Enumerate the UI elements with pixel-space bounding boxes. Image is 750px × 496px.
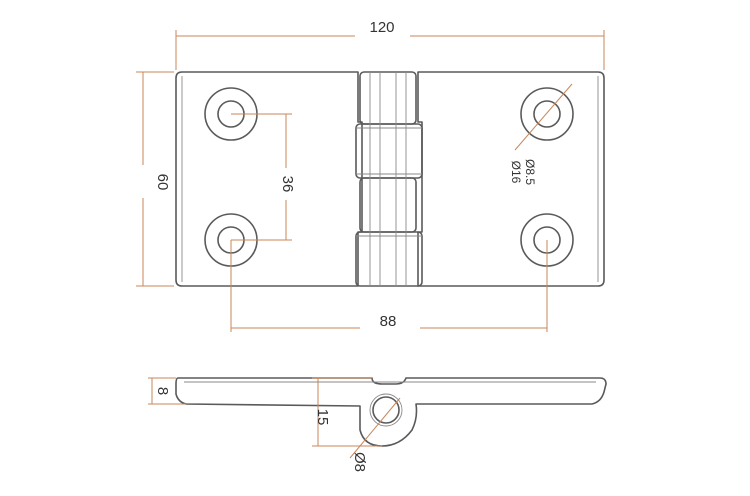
- hinge-top-view: [175, 71, 605, 287]
- dimension-label-width: 120: [369, 19, 394, 36]
- right-leaf-outline: [417, 71, 605, 287]
- mounting-hole-top-right: [520, 87, 574, 141]
- dimension-label-hole-inner: Ø8.5: [523, 159, 537, 185]
- hinge-pin: [372, 396, 400, 424]
- left-leaf-outline: [175, 71, 363, 287]
- dimension-label-thickness: 8: [154, 387, 171, 395]
- hinge-side-view: [175, 377, 607, 447]
- side-profile-outline: [175, 377, 607, 447]
- dimension-label-knuckle: 15: [314, 409, 331, 426]
- dimension-hole-spacing-horizontal: 88: [230, 240, 548, 332]
- dimension-pin-diameter: Ø8: [349, 397, 401, 472]
- dimension-label-pin: Ø8: [351, 452, 368, 472]
- dimension-label-horizontal-spacing: 88: [380, 313, 397, 330]
- dimension-hole-spacing-vertical: 36: [231, 113, 296, 241]
- hinge-knuckles: [355, 71, 423, 287]
- dimension-plate-thickness: 8: [148, 377, 186, 405]
- hinge-pin-inner: [369, 393, 403, 427]
- dimension-overall-height: 60: [136, 71, 174, 287]
- dimension-knuckle-height: 15: [312, 377, 382, 447]
- dimension-label-vertical-spacing: 36: [279, 176, 296, 193]
- dimension-overall-width: 120: [175, 19, 605, 70]
- dimension-label-hole-outer: Ø16: [509, 161, 523, 184]
- dimension-label-height: 60: [154, 174, 171, 191]
- dimension-hole-diameters: Ø8.5 Ø16: [509, 83, 573, 185]
